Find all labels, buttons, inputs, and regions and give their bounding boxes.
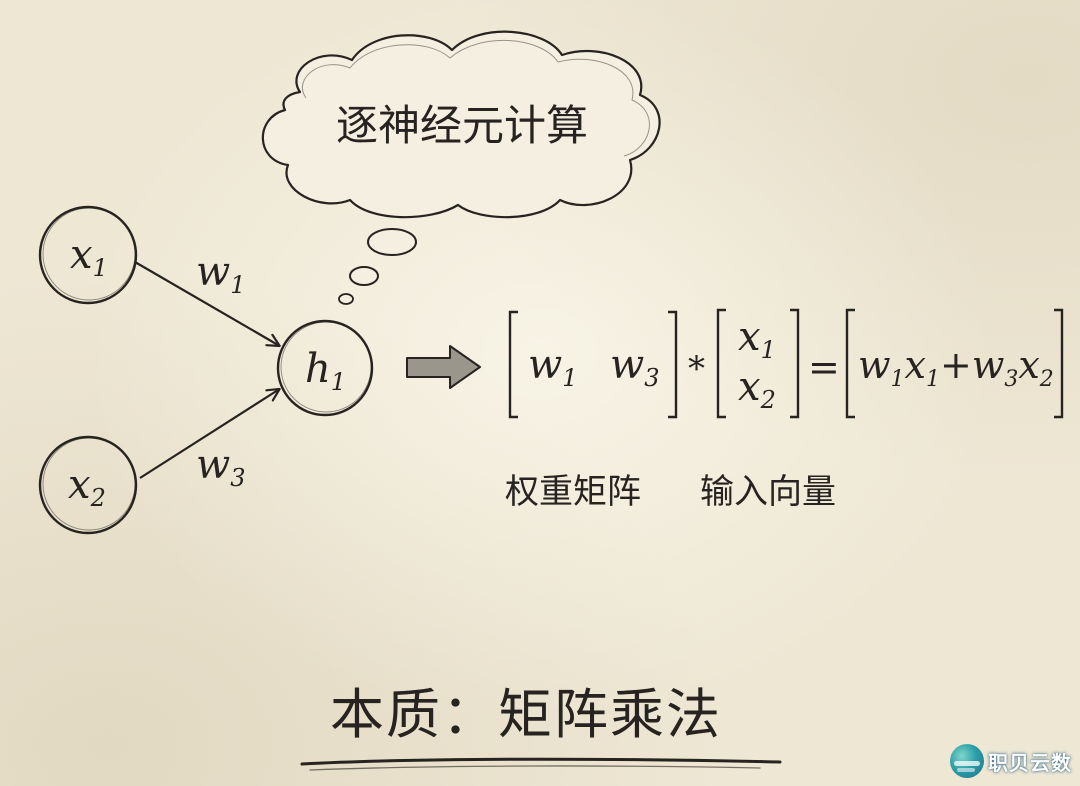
caption-weight-matrix: 权重矩阵 — [505, 472, 641, 512]
node-x1: x1 — [38, 205, 138, 305]
result-vector: w1x1+w3x2 — [845, 308, 1064, 419]
bubble-large — [367, 228, 417, 256]
edge-x2-h1 — [139, 390, 278, 479]
node-h1: h1 — [276, 319, 374, 417]
thought-bubble-text: 逐神经元计算 — [336, 101, 588, 150]
weight-w3: w3 — [610, 342, 660, 392]
input-vector: x1 x2 — [716, 308, 800, 419]
watermark-logo: 职贝云数 — [950, 740, 1075, 782]
input-x1: x1 — [738, 314, 776, 364]
node-x2: x2 — [38, 435, 138, 535]
footer-underline — [300, 757, 782, 766]
node-x2-label: x2 — [68, 462, 106, 512]
node-x1-label: x1 — [70, 232, 108, 282]
watermark-text: 职贝云数 — [988, 750, 1072, 775]
weight-w1: w1 — [528, 342, 578, 392]
transform-arrow — [406, 345, 481, 389]
bubble-medium — [349, 266, 379, 286]
footer-underline-sketch — [309, 765, 761, 771]
logo-mark — [950, 744, 984, 778]
result-expression: w1x1+w3x2 — [858, 343, 1054, 392]
caption-input-vector: 输入向量 — [700, 472, 836, 512]
thought-bubble: 逐神经元计算 — [261, 30, 661, 219]
input-x2: x2 — [738, 364, 776, 414]
edge-x1-h1 — [134, 261, 278, 345]
edge-label-w1: w1 — [196, 249, 246, 299]
footer-text: 本质：矩阵乘法 — [330, 683, 722, 746]
node-h1-label: h1 — [305, 346, 346, 396]
multiply-symbol: * — [688, 349, 705, 389]
edge-label-w3: w3 — [196, 442, 246, 492]
equals-symbol: = — [808, 345, 840, 389]
bubble-small — [338, 293, 354, 305]
weight-matrix: w1 w3 — [508, 310, 678, 419]
